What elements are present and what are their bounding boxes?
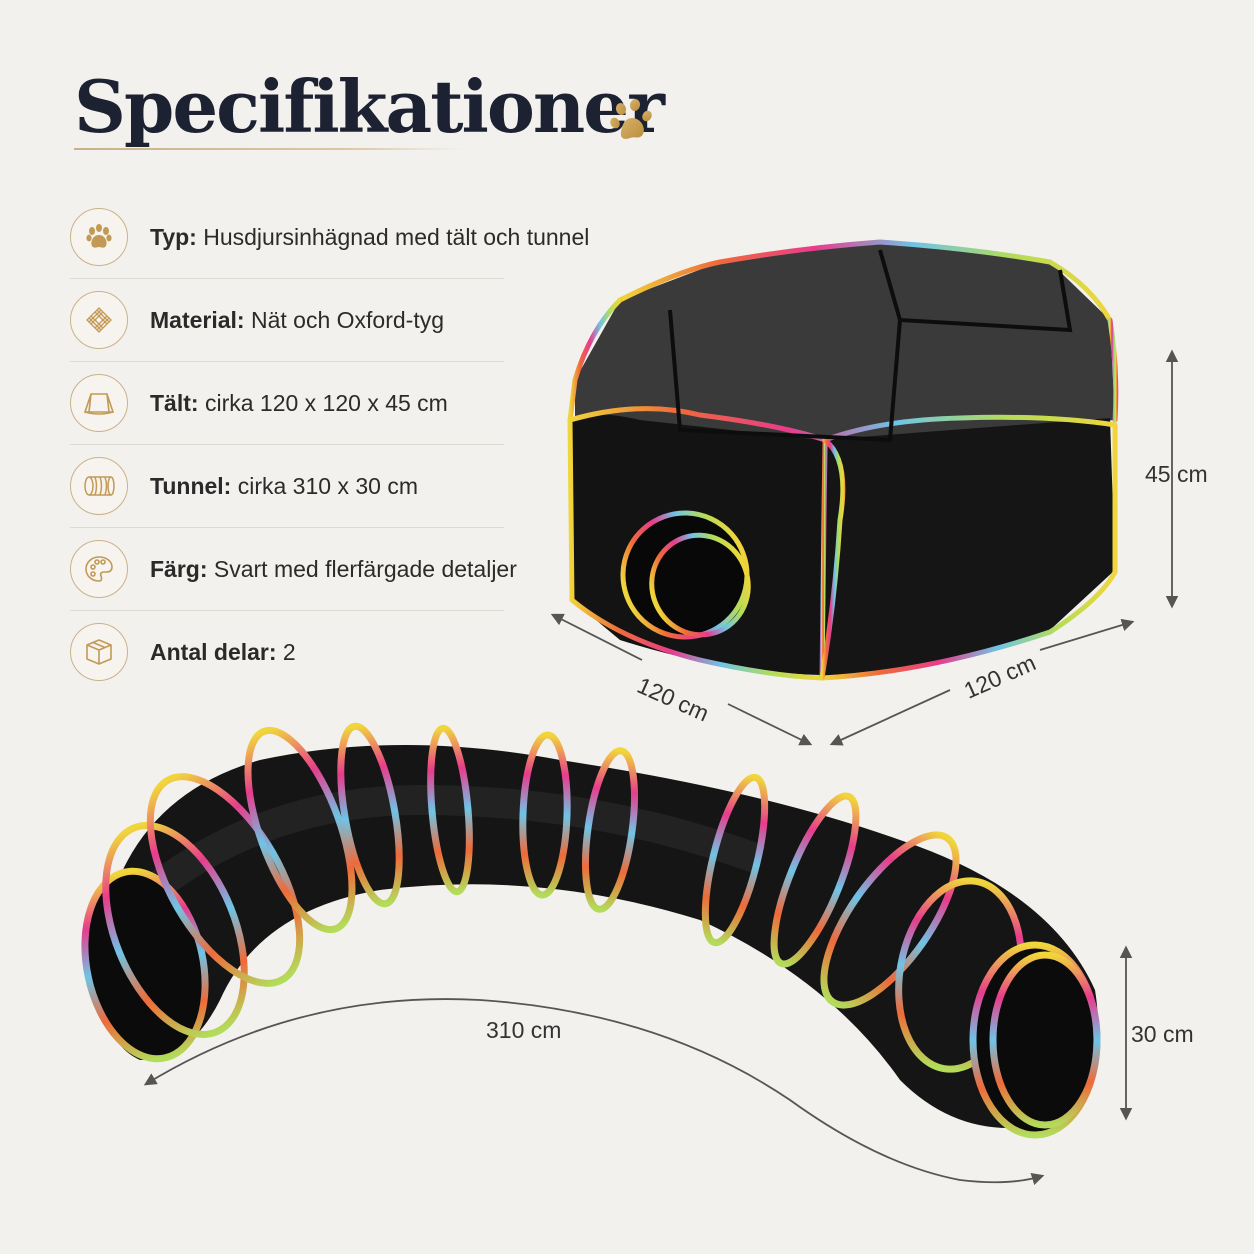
tent-icon [70, 374, 128, 432]
spec-row-tunnel: Tunnel: cirka 310 x 30 cm [70, 445, 504, 528]
spec-row-parts: Antal delar: 2 [70, 611, 504, 693]
title-underline [74, 148, 464, 150]
spec-label: Typ: [150, 223, 197, 250]
spec-label: Tunnel: [150, 472, 232, 499]
spec-row-type: Typ: Husdjursinhägnad med tält och tunne… [70, 196, 589, 279]
spec-value: Husdjursinhägnad med tält och tunnel [203, 223, 590, 250]
spec-value: cirka 310 x 30 cm [237, 472, 418, 499]
tunnel-icon [70, 457, 128, 515]
spec-value: Nät och Oxford-tyg [250, 306, 445, 333]
spec-label: Material: [150, 306, 245, 333]
spec-list: Typ: Husdjursinhägnad med tält och tunne… [70, 196, 589, 693]
box-icon [70, 623, 128, 681]
spec-value: 2 [282, 638, 296, 665]
paw-icon [70, 208, 128, 266]
spec-value: Svart med flerfärgade detaljer [213, 555, 517, 582]
tunnel-diameter-label: 30 cm [1131, 1021, 1194, 1047]
page-title: Specifikationer [74, 64, 665, 149]
tent-illustration [567, 239, 1119, 681]
spec-label: Tält: [150, 389, 199, 416]
paw-icon [610, 99, 652, 139]
palette-icon [70, 540, 128, 598]
spec-row-material: Material: Nät och Oxford-tyg [70, 279, 504, 362]
mesh-icon [70, 291, 128, 349]
spec-label: Antal delar: [150, 638, 277, 665]
spec-label: Färg: [150, 555, 208, 582]
tent-height-label: 45 cm [1145, 461, 1208, 487]
tunnel-illustration [81, 722, 1101, 1139]
spec-row-color: Färg: Svart med flerfärgade detaljer [70, 528, 517, 611]
tunnel-length-label: 310 cm [486, 1017, 562, 1043]
spec-row-tent: Tält: cirka 120 x 120 x 45 cm [70, 362, 504, 445]
spec-value: cirka 120 x 120 x 45 cm [204, 389, 448, 416]
